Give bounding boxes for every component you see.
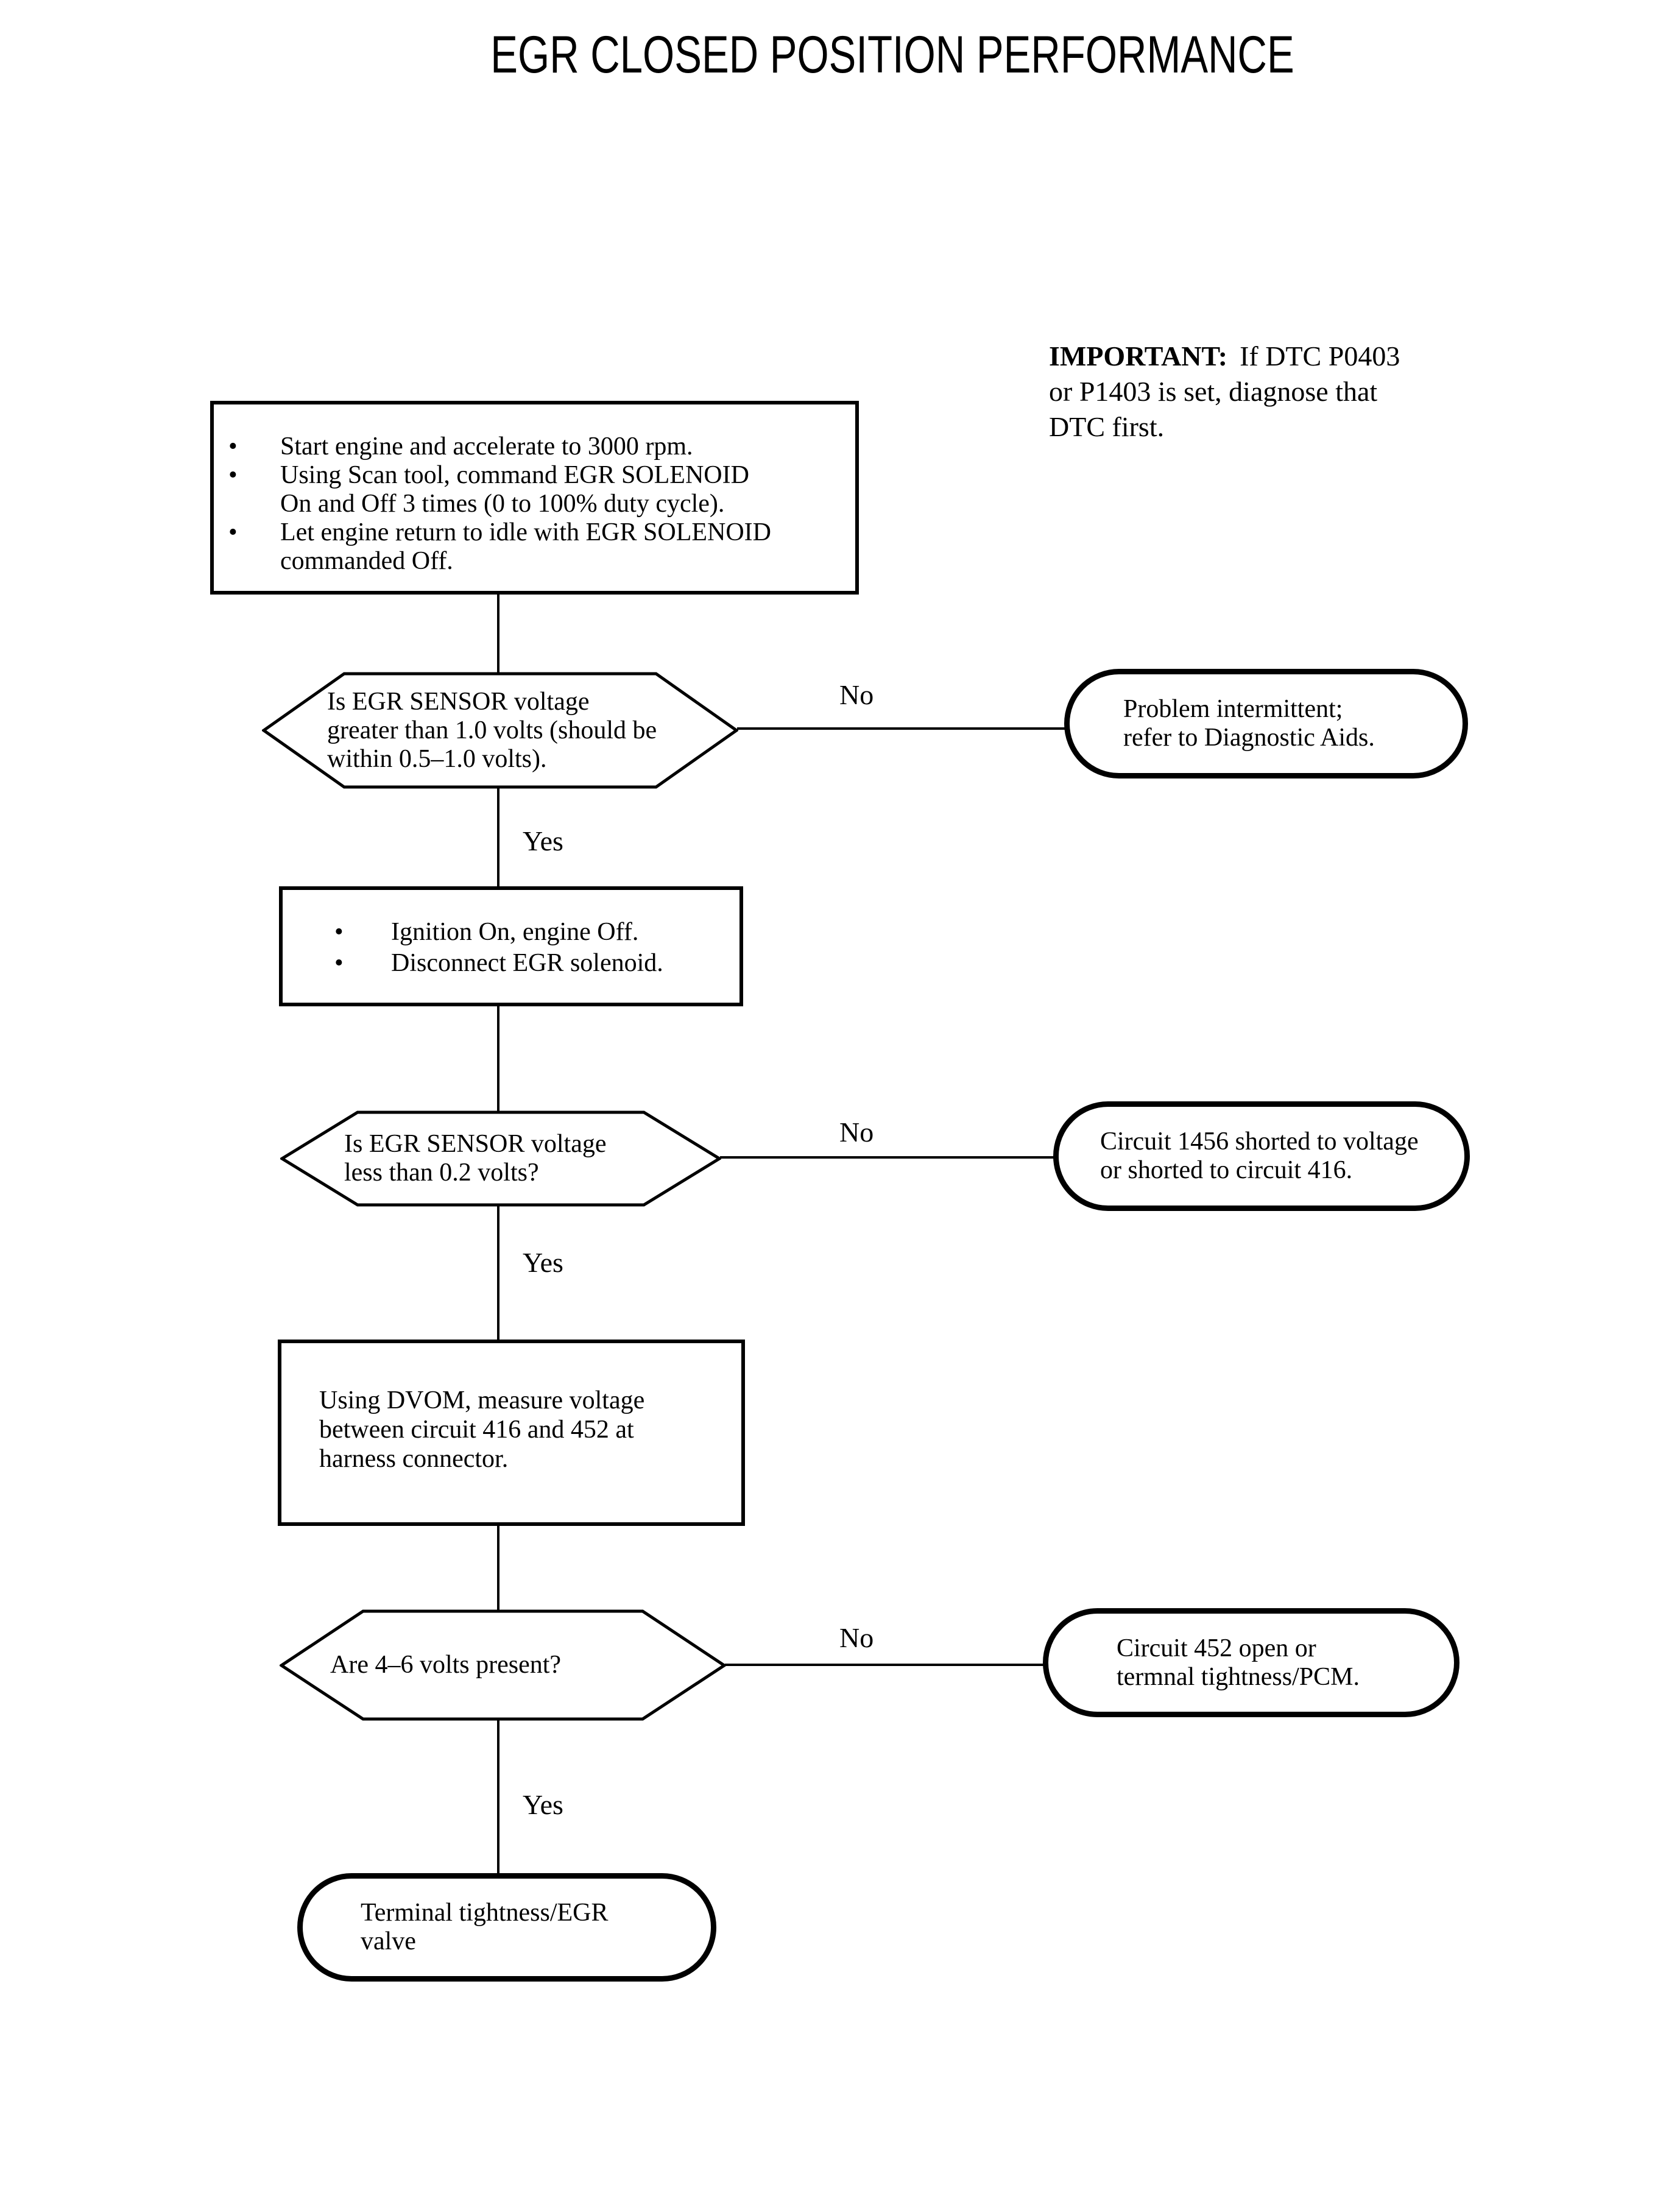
no-label-1: No: [839, 679, 874, 710]
step-text-line: Using DVOM, measure voltage: [319, 1386, 645, 1414]
list-item: • Using Scan tool, command EGR SOLENOID …: [214, 461, 855, 518]
decision-hexagon-3: Are 4–6 volts present?: [280, 1609, 726, 1721]
decision-text-line: Are 4–6 volts present?: [330, 1651, 562, 1679]
bullet-icon: •: [334, 949, 344, 977]
list-item: • Ignition On, engine Off.: [283, 917, 739, 948]
step-text-line: between circuit 416 and 452 at: [319, 1416, 634, 1444]
bullet-text-line: commanded Off.: [280, 547, 453, 575]
bullet-text-line: Start engine and accelerate to 3000 rpm.: [280, 432, 693, 461]
connector-decision1-yes: [497, 786, 499, 888]
terminal-text-line: refer to Diagnostic Aids.: [1123, 724, 1375, 752]
decision-text-line: Is EGR SENSOR voltage: [344, 1130, 607, 1158]
terminal-oval-terminal-tightness: Terminal tightness/EGR valve: [297, 1873, 716, 1982]
bullet-text-line: On and Off 3 times (0 to 100% duty cycle…: [280, 490, 725, 518]
terminal-text-line: Problem intermittent;: [1123, 695, 1343, 723]
step1-bullet-list: • Start engine and accelerate to 3000 rp…: [214, 404, 855, 576]
decision-hexagon-1: Is EGR SENSOR voltage greater than 1.0 v…: [262, 672, 738, 789]
decision2-text: Is EGR SENSOR voltage less than 0.2 volt…: [280, 1110, 721, 1207]
bullet-text-line: Using Scan tool, command EGR SOLENOID: [280, 461, 749, 489]
list-item: • Start engine and accelerate to 3000 rp…: [214, 432, 855, 461]
connector-box1-to-decision1: [497, 595, 499, 674]
decision-text-line: greater than 1.0 volts (should be: [327, 716, 657, 744]
terminal-text-line: termnal tightness/PCM.: [1117, 1662, 1360, 1691]
bullet-icon: •: [228, 461, 238, 489]
yes-label-2: Yes: [523, 1247, 563, 1278]
process-box-step2: • Ignition On, engine Off. • Disconnect …: [279, 886, 743, 1006]
terminal-oval-circuit-452: Circuit 452 open or termnal tightness/PC…: [1043, 1608, 1459, 1717]
connector-decision1-no: [737, 727, 1069, 730]
terminal-oval-problem-intermittent: Problem intermittent; refer to Diagnosti…: [1064, 669, 1468, 778]
hexagon-shape-icon: [262, 672, 738, 789]
step2-bullet-list: • Ignition On, engine Off. • Disconnect …: [283, 890, 739, 979]
terminal-text-line: Circuit 452 open or: [1117, 1634, 1316, 1662]
bullet-icon: •: [228, 432, 238, 461]
terminal-oval-circuit-1456: Circuit 1456 shorted to voltage or short…: [1053, 1101, 1470, 1211]
page-title: EGR CLOSED POSITION PERFORMANCE: [490, 26, 1294, 84]
list-item: • Disconnect EGR solenoid.: [283, 948, 739, 979]
hexagon-shape-icon: [280, 1110, 721, 1207]
hexagon-shape-icon: [280, 1609, 726, 1721]
decision1-text: Is EGR SENSOR voltage greater than 1.0 v…: [262, 672, 738, 789]
connector-decision3-no: [725, 1664, 1048, 1666]
bullet-icon: •: [228, 518, 238, 546]
step3-text: Using DVOM, measure voltage between circ…: [319, 1386, 644, 1474]
important-note: IMPORTANT: If DTC P0403 or P1403 is set, …: [1049, 339, 1536, 445]
decision3-text: Are 4–6 volts present?: [280, 1609, 726, 1721]
process-box-step3: Using DVOM, measure voltage between circ…: [278, 1340, 745, 1526]
list-item: • Let engine return to idle with EGR SOL…: [214, 518, 855, 576]
yes-label-1: Yes: [523, 825, 563, 856]
connector-box3-to-decision3: [497, 1524, 499, 1611]
bullet-text-line: Disconnect EGR solenoid.: [391, 949, 663, 977]
decision-text-line: less than 0.2 volts?: [344, 1159, 539, 1187]
decision-hexagon-2: Is EGR SENSOR voltage less than 0.2 volt…: [280, 1110, 721, 1207]
connector-box2-to-decision2: [497, 1005, 499, 1112]
connector-decision3-yes: [497, 1719, 499, 1875]
yes-label-3: Yes: [523, 1789, 563, 1820]
bullet-icon: •: [334, 918, 344, 946]
no-label-2: No: [839, 1117, 874, 1148]
bullet-text-line: Ignition On, engine Off.: [391, 918, 639, 946]
connector-decision2-yes: [497, 1205, 499, 1341]
no-label-3: No: [839, 1622, 874, 1653]
important-note-label: IMPORTANT:: [1049, 341, 1228, 372]
decision-text-line: within 0.5–1.0 volts).: [327, 744, 547, 773]
bullet-text-line: Let engine return to idle with EGR SOLEN…: [280, 518, 771, 546]
terminal-text-line: valve: [361, 1927, 416, 1955]
decision-text-line: Is EGR SENSOR voltage: [327, 687, 590, 716]
terminal-text-line: Circuit 1456 shorted to voltage: [1100, 1128, 1419, 1156]
important-note-line3: DTC first.: [1049, 411, 1165, 442]
important-note-line2: or P1403 is set, diagnose that: [1049, 376, 1378, 407]
important-note-line1: IMPORTANT: If DTC P0403: [1049, 339, 1536, 374]
terminal-text-line: Terminal tightness/EGR: [361, 1899, 609, 1927]
connector-decision2-no: [720, 1156, 1058, 1159]
process-box-step1: • Start engine and accelerate to 3000 rp…: [210, 401, 859, 595]
important-note-text1: If DTC P0403: [1240, 341, 1400, 372]
terminal-text-line: or shorted to circuit 416.: [1100, 1156, 1353, 1184]
step-text-line: harness connector.: [319, 1445, 509, 1473]
